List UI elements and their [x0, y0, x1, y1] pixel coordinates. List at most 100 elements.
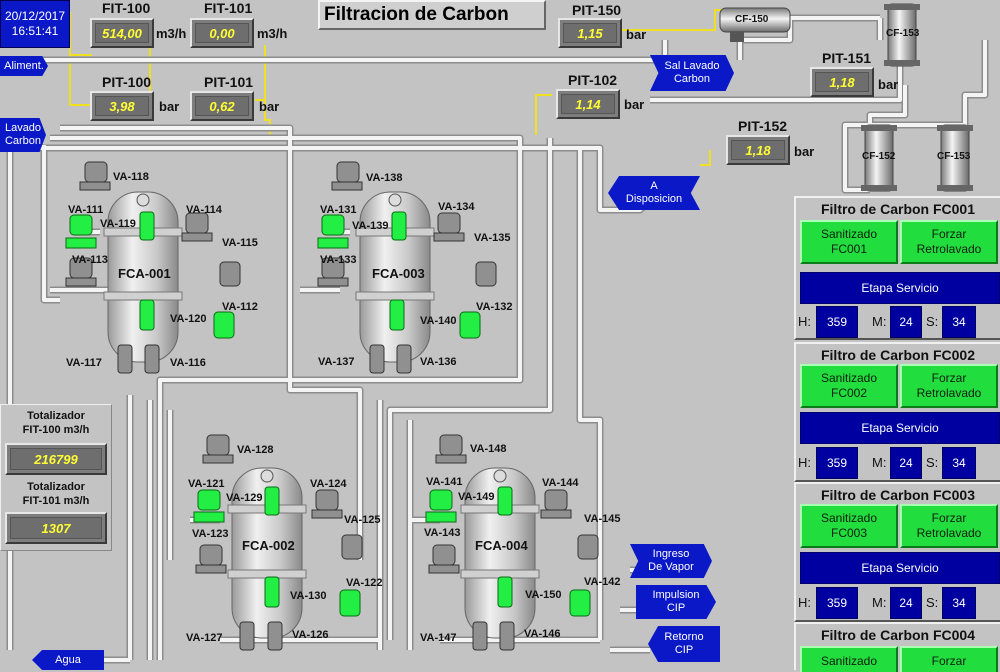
valve-label[interactable]: VA-128	[237, 444, 274, 456]
sanitize-button[interactable]: Sanitizado FC002	[800, 364, 898, 408]
valve-label[interactable]: VA-126	[292, 629, 329, 641]
sanitize-button[interactable]: Sanitizado FC003	[800, 504, 898, 548]
valve-label[interactable]: VA-139	[352, 220, 389, 232]
valve-label[interactable]: VA-150	[525, 589, 562, 601]
valve-label[interactable]: VA-134	[438, 201, 475, 213]
valve-label[interactable]: VA-138	[366, 172, 403, 184]
force-backwash-button[interactable]: Forzar Retrolavado	[900, 504, 998, 548]
force-backwash-button[interactable]: Forzar Retrolavado	[900, 364, 998, 408]
valve-label[interactable]: VA-114	[186, 204, 222, 216]
valve-label[interactable]: VA-131	[320, 204, 357, 216]
totalizer-fit101-box[interactable]: 1307	[5, 512, 107, 544]
nav-a-disposicion-line2: Disposicion	[625, 193, 683, 205]
minutes-label: M:	[872, 314, 887, 329]
valve-label[interactable]: VA-141	[426, 476, 463, 488]
valve-label[interactable]: VA-147	[420, 632, 457, 644]
seconds-label: S:	[926, 595, 939, 610]
totalizer-fit100-label1: Totalizador	[27, 410, 85, 422]
valve-label[interactable]: VA-119	[100, 218, 136, 230]
totalizer-fit101-label1: Totalizador	[27, 481, 85, 493]
valve-label[interactable]: VA-129	[226, 492, 263, 504]
fit101-value-box[interactable]: 0,00	[190, 18, 254, 48]
nav-a-disposicion-line1: A	[650, 180, 658, 192]
valve-label[interactable]: VA-122	[346, 577, 383, 589]
valve-label[interactable]: VA-124	[310, 478, 347, 490]
pit100-tag: PIT-100	[102, 74, 152, 90]
valve-label[interactable]: VA-125	[344, 514, 381, 526]
filter-panel-title: Filtro de Carbon FC004	[820, 627, 976, 643]
stage-button[interactable]: Etapa Servicio	[800, 272, 1000, 304]
backwash-line2: Retrolavado	[916, 386, 982, 400]
valve-label[interactable]: VA-121	[188, 478, 225, 490]
valve-label[interactable]: VA-111	[68, 204, 104, 216]
nav-lavado-carbon-button[interactable]: Lavado Carbon	[0, 118, 46, 152]
nav-ingreso-vapor-button[interactable]: Ingreso De Vapor	[630, 544, 712, 578]
nav-aliment-button[interactable]: Aliment.	[0, 56, 48, 76]
nav-retorno-cip-button[interactable]: Retorno CIP	[648, 626, 720, 662]
valve-label[interactable]: VA-120	[170, 313, 207, 325]
date-text: 20/12/2017	[4, 9, 66, 23]
valve-label[interactable]: VA-148	[470, 443, 507, 455]
backwash-line2: Retrolavado	[916, 242, 982, 256]
valve-label[interactable]: VA-145	[584, 513, 621, 525]
valve-label[interactable]: VA-130	[290, 590, 327, 602]
valve-label[interactable]: VA-112	[222, 301, 258, 313]
pit102-value-box[interactable]: 1,14	[556, 89, 620, 119]
cf150-label: CF-150	[735, 14, 769, 25]
valve-label[interactable]: VA-146	[524, 628, 561, 640]
minutes-label: M:	[872, 455, 887, 470]
nav-a-disposicion-button[interactable]: A Disposicion	[608, 176, 700, 210]
nav-impulsion-cip-button[interactable]: Impulsion CIP	[636, 585, 716, 619]
fit100-value-box[interactable]: 514,00	[90, 18, 154, 48]
force-backwash-button[interactable]: Forzar Retrolavado	[900, 220, 998, 264]
pit150-value-box[interactable]: 1,15	[558, 18, 622, 48]
fit101-unit: m3/h	[257, 26, 288, 41]
valve-label[interactable]: VA-113	[72, 254, 108, 266]
sanitize-line1: Sanitizado	[820, 654, 878, 668]
backwash-line1: Forzar	[931, 227, 967, 241]
backwash-line1: Forzar	[931, 371, 967, 385]
valve-label[interactable]: VA-137	[318, 356, 355, 368]
sanitize-button[interactable]: Sanitizado FC001	[800, 220, 898, 264]
valve-label[interactable]: VA-149	[458, 491, 495, 503]
valve-label[interactable]: VA-143	[424, 527, 461, 539]
valve-label[interactable]: VA-144	[542, 477, 579, 489]
stage-button[interactable]: Etapa Servicio	[800, 552, 1000, 584]
pit101-value-box[interactable]: 0,62	[190, 91, 254, 121]
totalizer-fit101-value: 1307	[10, 517, 102, 539]
totalizer-fit100-box[interactable]: 216799	[5, 443, 107, 475]
valve-label[interactable]: VA-140	[420, 315, 457, 327]
valve-label[interactable]: VA-116	[170, 357, 206, 369]
valve-label[interactable]: VA-132	[476, 301, 513, 313]
minutes-label: M:	[872, 595, 887, 610]
sanitize-button[interactable]: Sanitizado	[800, 646, 898, 672]
valve-label[interactable]: VA-123	[192, 528, 229, 540]
filter-panel-fc002: Filtro de Carbon FC002 Sanitizado FC002 …	[794, 342, 1000, 482]
valve-label[interactable]: VA-135	[474, 232, 511, 244]
tank-fca-001-label: FCA-001	[118, 266, 171, 281]
pit152-value: 1,18	[731, 140, 785, 160]
totalizer-fit100-value: 216799	[10, 448, 102, 470]
force-backwash-button[interactable]: Forzar	[900, 646, 998, 672]
valve-label[interactable]: VA-127	[186, 632, 223, 644]
nav-sal-lavado-button[interactable]: Sal Lavado Carbon	[650, 55, 734, 91]
valve-label[interactable]: VA-118	[113, 171, 149, 183]
pit152-value-box[interactable]: 1,18	[726, 135, 790, 165]
pit150-unit: bar	[626, 27, 647, 42]
filter-panel-fc003: Filtro de Carbon FC003 Sanitizado FC003 …	[794, 482, 1000, 622]
pit101-value: 0,62	[195, 96, 249, 116]
pit100-value-box[interactable]: 3,98	[90, 91, 154, 121]
stage-button[interactable]: Etapa Servicio	[800, 412, 1000, 444]
hours-value: 359	[816, 306, 858, 338]
nav-agua-label: Agua	[55, 653, 81, 666]
valve-label[interactable]: VA-115	[222, 237, 258, 249]
pit151-value-box[interactable]: 1,18	[810, 67, 874, 97]
cf153b-label: CF-153	[937, 151, 971, 162]
valve-label[interactable]: VA-142	[584, 576, 621, 588]
valve-label[interactable]: VA-136	[420, 356, 457, 368]
nav-agua-button[interactable]: Agua	[32, 650, 104, 670]
minutes-value: 24	[890, 447, 922, 479]
valve-label[interactable]: VA-117	[66, 357, 102, 369]
valve-label[interactable]: VA-133	[320, 254, 357, 266]
